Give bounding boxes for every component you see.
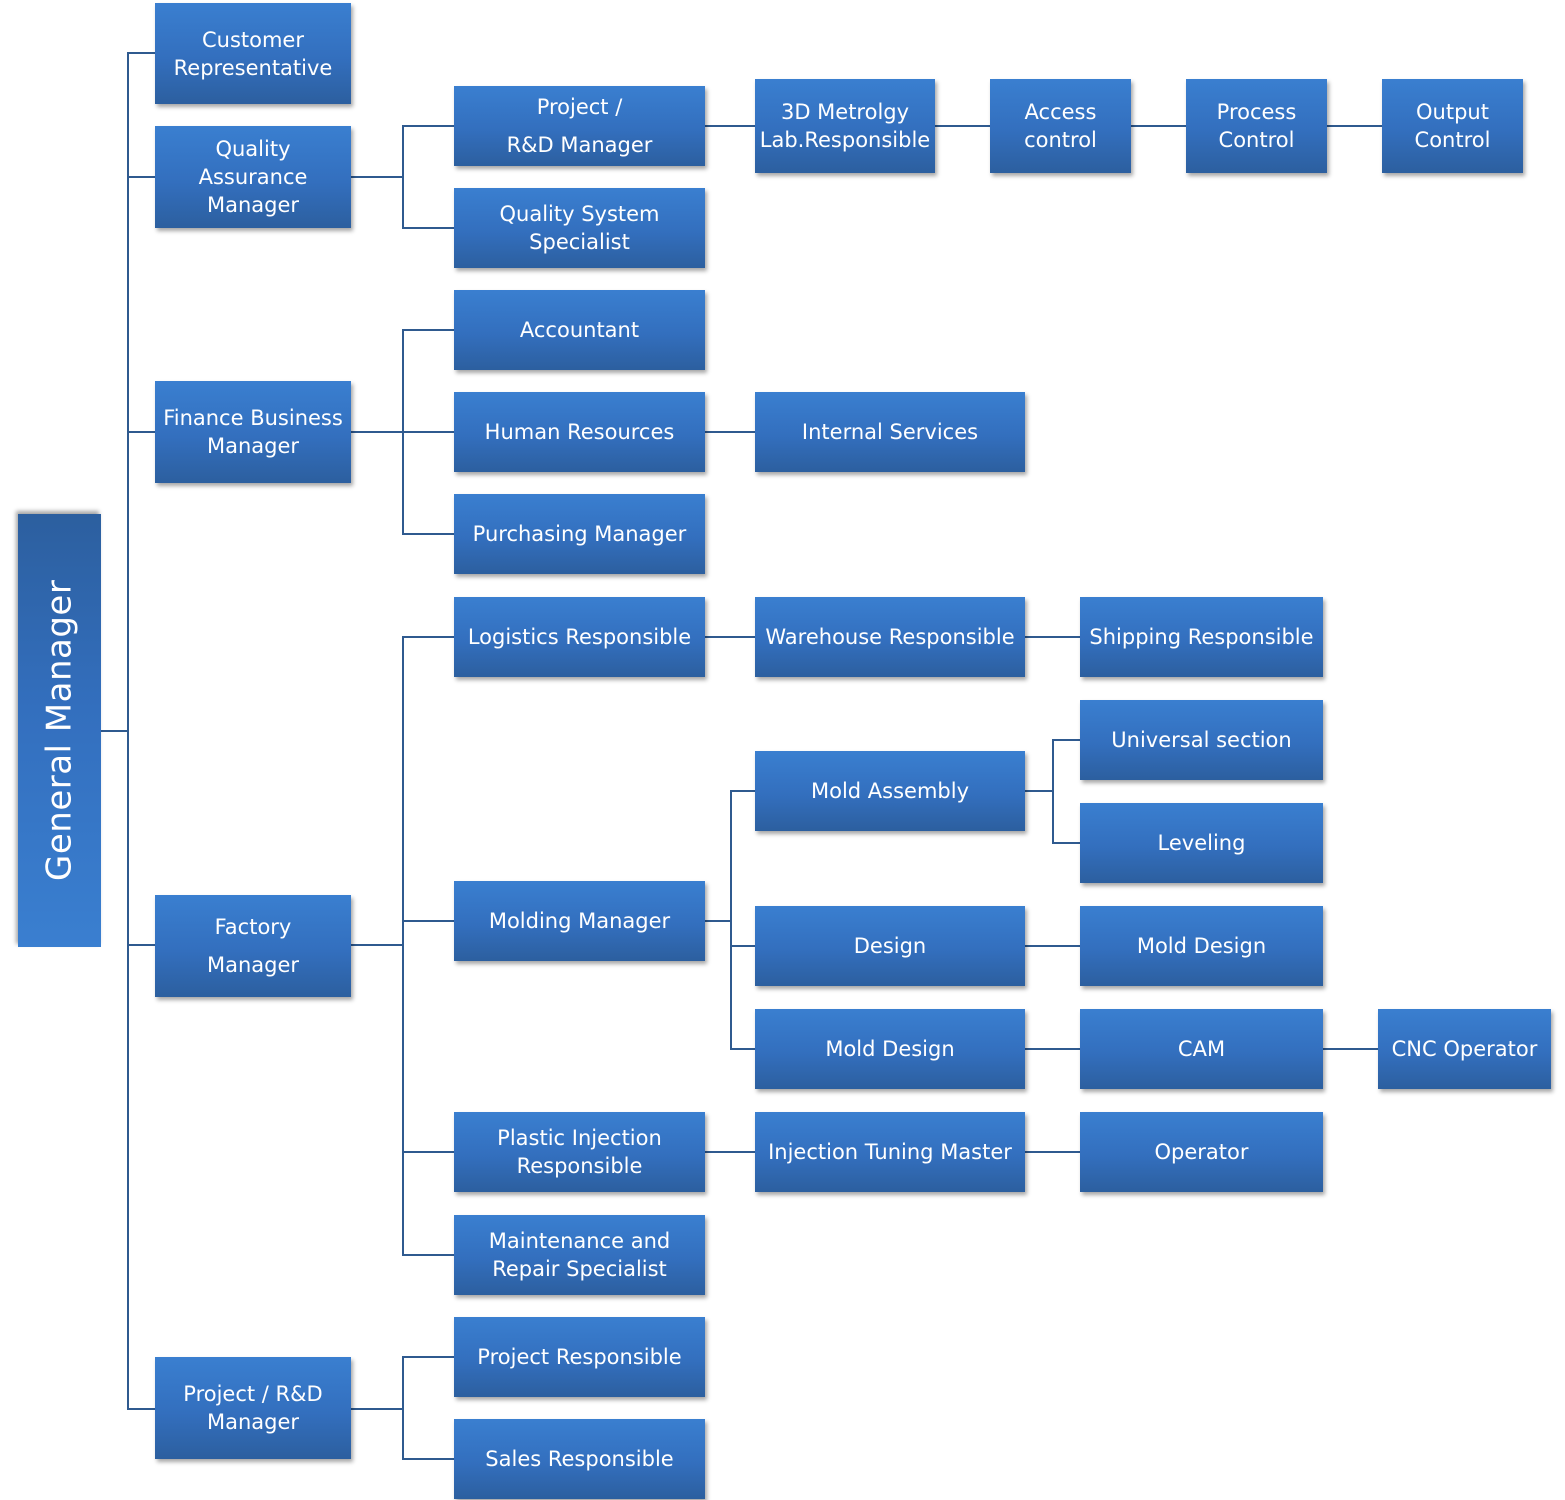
node-plastic-injection-responsible: Plastic Injection Responsible xyxy=(454,1112,705,1192)
node-access-control: Access control xyxy=(990,79,1131,173)
node-process-control: Process Control xyxy=(1186,79,1327,173)
node-finance-business-manager-label: Finance Business Manager xyxy=(163,406,343,458)
node-process-control-label: Process Control xyxy=(1216,100,1297,152)
node-factory-manager-label: Factory Manager xyxy=(206,915,300,977)
node-quality-system-specialist: Quality System Specialist xyxy=(454,188,705,268)
node-accountant: Accountant xyxy=(454,290,705,370)
node-design: Design xyxy=(755,906,1025,986)
node-mold-design-a-label: Mold Design xyxy=(1136,934,1267,958)
node-maintenance-repair-specialist-label: Maintenance and Repair Specialist xyxy=(488,1229,671,1281)
node-project-rd-manager: Project / R&D Manager xyxy=(155,1357,351,1459)
node-internal-services-label: Internal Services xyxy=(801,420,979,444)
node-purchasing-manager: Purchasing Manager xyxy=(454,494,705,574)
node-quality-system-specialist-label: Quality System Specialist xyxy=(499,202,660,254)
node-mold-design-a: Mold Design xyxy=(1080,906,1323,986)
node-project-responsible-label: Project Responsible xyxy=(477,1345,682,1369)
node-accountant-label: Accountant xyxy=(519,318,640,342)
node-3d-metrology-lab: 3D Metrolgy Lab.Responsible xyxy=(755,79,935,173)
node-customer-representative-label: Customer Representative xyxy=(173,27,333,80)
node-mold-design-b: Mold Design xyxy=(755,1009,1025,1089)
node-general-manager: General Manager xyxy=(18,514,101,947)
node-logistics-responsible-label: Logistics Responsible xyxy=(467,625,692,649)
node-quality-assurance-manager-label: Quality Assurance Manager xyxy=(198,137,308,217)
node-mold-assembly-label: Mold Assembly xyxy=(810,779,970,803)
node-plastic-injection-responsible-label: Plastic Injection Responsible xyxy=(497,1126,662,1178)
node-universal-section: Universal section xyxy=(1080,700,1323,780)
node-internal-services: Internal Services xyxy=(755,392,1025,472)
node-leveling: Leveling xyxy=(1080,803,1323,883)
node-shipping-responsible-label: Shipping Responsible xyxy=(1089,625,1314,649)
node-general-manager-label: General Manager xyxy=(39,579,80,882)
node-warehouse-responsible-label: Warehouse Responsible xyxy=(765,625,1015,649)
node-purchasing-manager-label: Purchasing Manager xyxy=(472,522,687,546)
node-project-rd-manager-label: Project / R&D Manager xyxy=(183,1382,323,1434)
node-mold-assembly: Mold Assembly xyxy=(755,751,1025,831)
node-cnc-operator: CNC Operator xyxy=(1378,1009,1551,1089)
node-operator-label: Operator xyxy=(1154,1140,1249,1164)
node-universal-section-label: Universal section xyxy=(1111,728,1292,752)
node-logistics-responsible: Logistics Responsible xyxy=(454,597,705,677)
node-factory-manager: Factory Manager xyxy=(155,895,351,997)
node-sales-responsible: Sales Responsible xyxy=(454,1419,705,1499)
node-cnc-operator-label: CNC Operator xyxy=(1391,1037,1538,1061)
node-maintenance-repair-specialist: Maintenance and Repair Specialist xyxy=(454,1215,705,1295)
node-molding-manager-label: Molding Manager xyxy=(488,909,671,933)
node-qa-project-rd-manager-label: Project / R&D Manager xyxy=(506,95,653,157)
node-warehouse-responsible: Warehouse Responsible xyxy=(755,597,1025,677)
node-customer-representative: Customer Representative xyxy=(155,3,351,104)
node-molding-manager: Molding Manager xyxy=(454,881,705,961)
node-output-control-label: Output Control xyxy=(1414,100,1491,152)
node-leveling-label: Leveling xyxy=(1157,831,1246,855)
node-sales-responsible-label: Sales Responsible xyxy=(485,1447,674,1471)
node-mold-design-b-label: Mold Design xyxy=(825,1037,955,1061)
node-cam-label: CAM xyxy=(1177,1037,1226,1061)
node-output-control: Output Control xyxy=(1382,79,1523,173)
node-qa-project-rd-manager: Project / R&D Manager xyxy=(454,86,705,166)
node-injection-tuning-master-label: Injection Tuning Master xyxy=(768,1140,1012,1164)
node-design-label: Design xyxy=(853,934,927,958)
node-human-resources: Human Resources xyxy=(454,392,705,472)
node-3d-metrology-lab-label: 3D Metrolgy Lab.Responsible xyxy=(759,100,931,152)
node-human-resources-label: Human Resources xyxy=(484,420,675,444)
node-access-control-label: Access control xyxy=(1024,100,1097,152)
node-shipping-responsible: Shipping Responsible xyxy=(1080,597,1323,677)
node-finance-business-manager: Finance Business Manager xyxy=(155,381,351,483)
node-quality-assurance-manager: Quality Assurance Manager xyxy=(155,126,351,228)
node-cam: CAM xyxy=(1080,1009,1323,1089)
node-injection-tuning-master: Injection Tuning Master xyxy=(755,1112,1025,1192)
node-operator: Operator xyxy=(1080,1112,1323,1192)
node-project-responsible: Project Responsible xyxy=(454,1317,705,1397)
